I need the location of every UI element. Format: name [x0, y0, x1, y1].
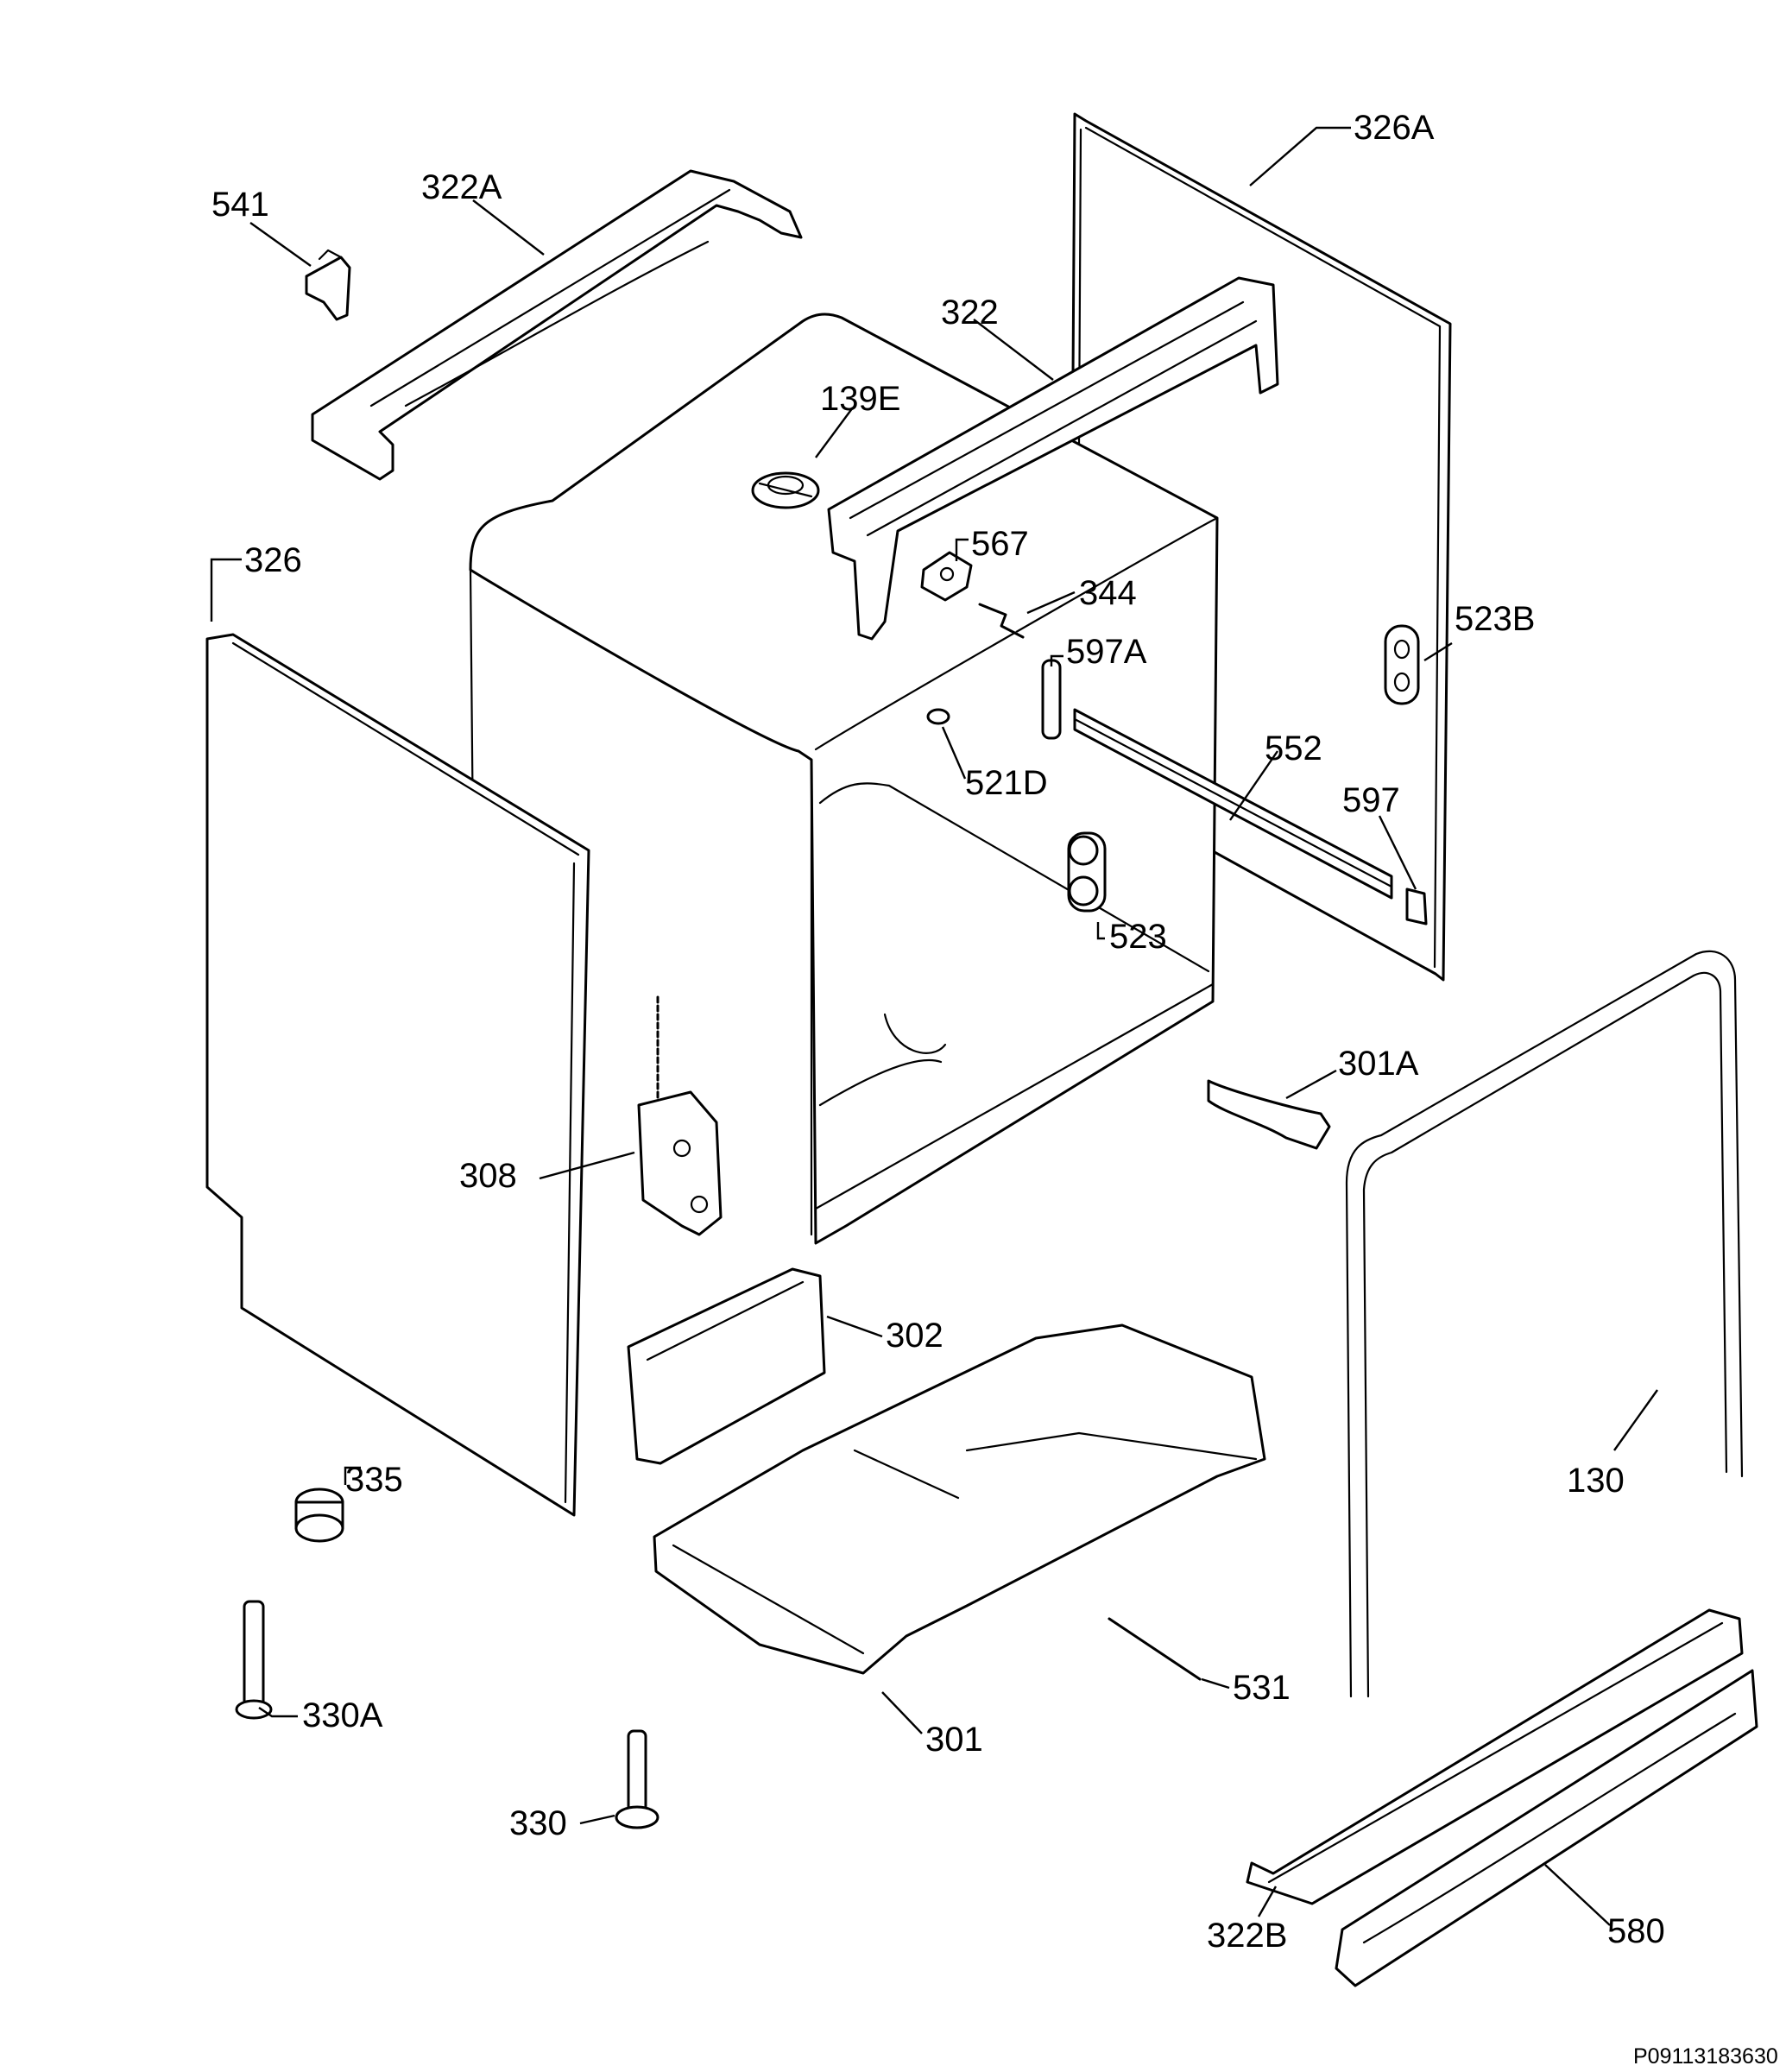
- clip-301a: [1207, 1079, 1331, 1150]
- screw-330a: [235, 1600, 273, 1720]
- callout-301a: 301A: [1338, 1045, 1419, 1083]
- spring-344: [978, 603, 1025, 639]
- callout-322a: 322A: [421, 168, 502, 206]
- latch-597a: [1041, 659, 1062, 740]
- callout-322b: 322B: [1207, 1917, 1287, 1955]
- callout-labels: 541 322A 326A 322 139E 326 567 344 523B …: [211, 109, 1778, 2069]
- document-id: P09113183630: [1633, 2044, 1778, 2069]
- callout-521d: 521D: [965, 764, 1048, 802]
- nut-521d: [926, 708, 950, 725]
- callout-302: 302: [886, 1317, 943, 1355]
- grommet-523b: [1384, 624, 1420, 705]
- nut-139e: [751, 471, 820, 509]
- callout-523: 523: [1109, 918, 1167, 956]
- grommet-523: [1067, 831, 1107, 913]
- callout-344: 344: [1079, 574, 1137, 612]
- top-rail-322: [827, 276, 1279, 641]
- callout-139e: 139E: [820, 380, 900, 418]
- hinge-308: [637, 995, 723, 1236]
- rail-552: [1073, 708, 1393, 900]
- base-frame-580: [1335, 1669, 1758, 1987]
- clip-567: [920, 551, 973, 602]
- callout-335: 335: [345, 1461, 403, 1499]
- leader-lines: [210, 126, 1658, 1926]
- side-panel-left: [205, 633, 590, 1517]
- top-rail-322a: [311, 169, 803, 481]
- base-tray-301: [653, 1323, 1266, 1675]
- pin-531: [1108, 1617, 1202, 1681]
- callout-130: 130: [1567, 1462, 1625, 1500]
- bracket-302: [627, 1267, 826, 1465]
- clip-541: [305, 249, 351, 321]
- callout-326a: 326A: [1354, 109, 1435, 147]
- gear-335: [294, 1488, 344, 1543]
- callout-580: 580: [1607, 1912, 1665, 1950]
- callout-322: 322: [941, 294, 999, 332]
- callout-531: 531: [1233, 1669, 1291, 1707]
- callout-552: 552: [1265, 730, 1322, 768]
- screw-330: [615, 1729, 659, 1829]
- callout-523b: 523B: [1455, 600, 1535, 638]
- callout-308: 308: [459, 1157, 517, 1195]
- bottom-rail-322b: [1246, 1608, 1744, 1905]
- callout-330a: 330A: [302, 1696, 383, 1734]
- callout-597a: 597A: [1066, 633, 1147, 671]
- callout-541: 541: [211, 186, 269, 224]
- callout-301: 301: [925, 1721, 983, 1759]
- callout-326: 326: [244, 541, 302, 579]
- door-seal-130: [1345, 950, 1744, 1698]
- callout-330: 330: [509, 1804, 567, 1842]
- callout-567: 567: [971, 525, 1029, 563]
- callout-597: 597: [1342, 781, 1400, 819]
- latch-597: [1405, 888, 1428, 925]
